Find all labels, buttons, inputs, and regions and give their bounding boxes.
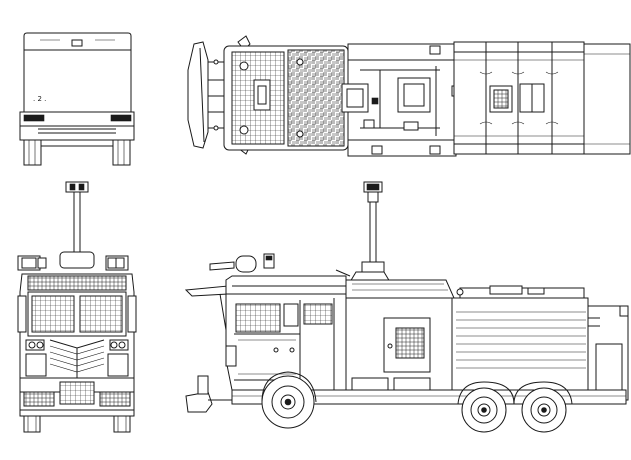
rear-view: . 2 . [19,32,135,166]
svg-text:. 2 .: . 2 . [33,95,46,103]
rear-wheel-2 [521,387,567,433]
rear-wheel-1 [461,387,507,433]
side-view [184,181,629,433]
front-view [17,181,137,433]
front-wheel [261,371,317,429]
top-view [187,35,631,157]
